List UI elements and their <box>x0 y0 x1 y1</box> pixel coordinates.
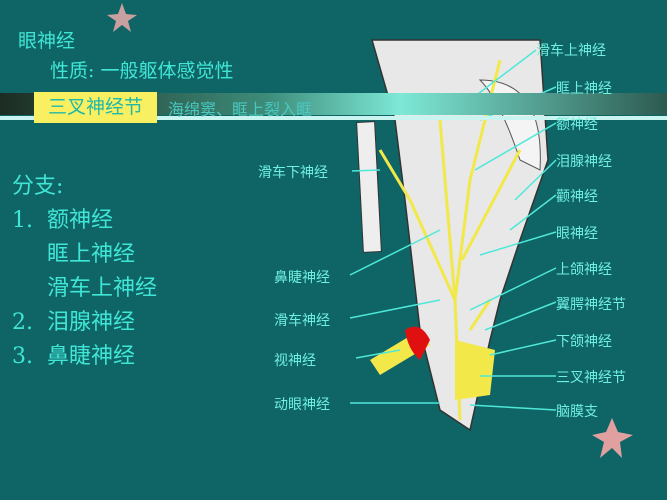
branch-item: 滑车上神经 <box>12 276 157 301</box>
label-supraorbital: 眶上神经 <box>556 81 612 97</box>
label-trigeminal-ganglion: 三叉神经节 <box>556 370 626 386</box>
label-mandibular: 下颌神经 <box>556 334 612 350</box>
label-frontal: 额神经 <box>556 117 598 133</box>
label-pterygopalatine: 翼腭神经节 <box>556 297 626 313</box>
branches-heading: 分支: <box>12 174 64 199</box>
banner-divider <box>0 116 667 120</box>
label-nasociliary: 鼻睫神经 <box>274 270 330 286</box>
banner-bar <box>0 93 667 115</box>
star-decoration <box>592 418 633 458</box>
label-optic: 视神经 <box>274 353 316 369</box>
branch-item: 眶上神经 <box>12 242 135 267</box>
label-maxillary: 上颌神经 <box>556 262 612 278</box>
label-oculomotor: 动眼神经 <box>274 397 330 413</box>
branch-item: 2. 泪腺神经 <box>12 310 135 335</box>
label-trochlear: 滑车神经 <box>274 313 330 329</box>
star-decoration <box>107 3 137 32</box>
branches-list: 分支: 1. 额神经 眶上神经 滑车上神经 2. 泪腺神经 3. 鼻睫神经 <box>12 170 157 374</box>
label-ophthalmic: 眼神经 <box>556 226 598 242</box>
slide-title: 眼神经 <box>18 30 76 52</box>
label-lacrimal: 泪腺神经 <box>556 154 612 170</box>
label-meningeal: 脑膜支 <box>556 404 598 420</box>
nerve-property: 性质: 一般躯体感觉性 <box>50 60 234 82</box>
branch-item: 1. 额神经 <box>12 208 113 233</box>
label-supratrochlear: 滑车上神经 <box>536 43 606 59</box>
label-infratrochlear: 滑车下神经 <box>258 165 328 181</box>
branch-item: 3. 鼻睫神经 <box>12 344 135 369</box>
label-zygomatic: 颧神经 <box>556 189 598 205</box>
banner-badge: 三叉神经节 <box>34 92 157 123</box>
banner-text: 海绵窦、眶上裂入眶 <box>168 100 313 119</box>
